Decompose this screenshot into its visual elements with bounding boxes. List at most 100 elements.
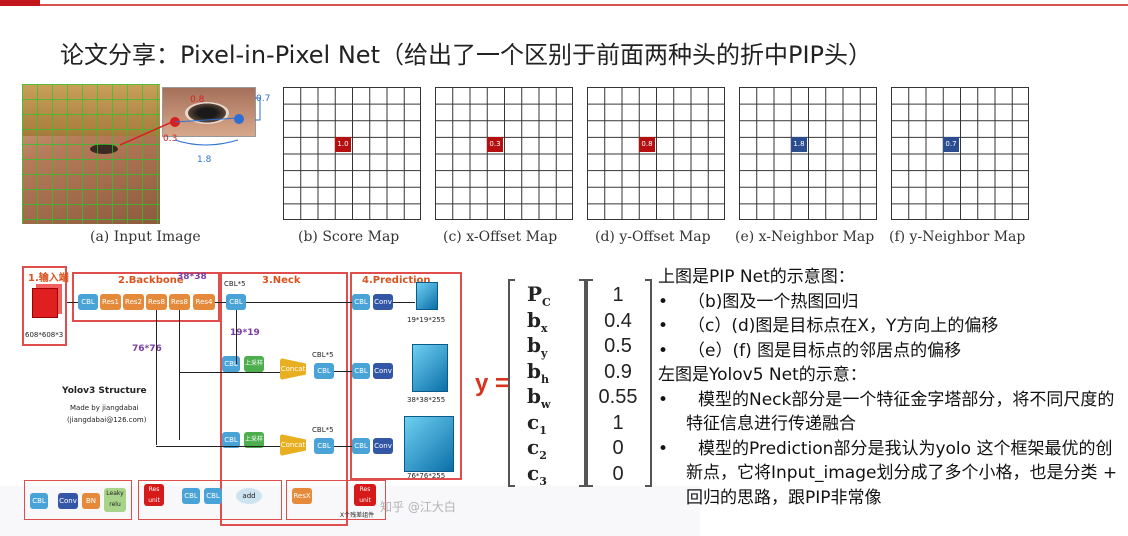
note-item-2: • （c）(d)图是目标点在X，Y方向上的偏移 <box>658 314 1128 339</box>
vector-label: PC <box>527 282 551 309</box>
vector-symbol: P <box>527 282 543 306</box>
vector-symbol: b <box>527 384 541 408</box>
note-item-5: •模型的Prediction部分是我认为yolo 这个框架最优的创新点，它将In… <box>658 437 1128 511</box>
bullet: • <box>658 291 669 312</box>
vector-symbol: b <box>527 307 541 332</box>
y-neighbor-map-cell: 0.7 <box>943 137 959 152</box>
vector-subscript: x <box>540 321 548 335</box>
yolo-structure-title: Yolov3 Structure <box>62 386 147 396</box>
vector-value: 0 <box>612 462 624 485</box>
connector <box>334 371 352 372</box>
y-equals-label: y = <box>475 370 510 397</box>
legend-resx-box <box>286 480 386 520</box>
legend-cbl: CBL <box>30 493 48 509</box>
input-section-box <box>22 266 67 346</box>
legend-resunit-box <box>138 480 282 520</box>
connector <box>393 302 415 303</box>
concat-block-1: Concat <box>280 358 306 380</box>
output-cube-38 <box>412 344 448 392</box>
caption-input-image: (a) Input Image <box>90 229 201 245</box>
dim-76-label: 76*76 <box>132 344 162 354</box>
output-19-label: 19*19*255 <box>407 316 446 324</box>
caption-score-map: (b) Score Map <box>298 229 400 245</box>
bullet: • <box>658 438 669 459</box>
pred-cbl-2: CBL <box>352 363 370 379</box>
output-cube-19 <box>416 282 438 310</box>
input-tensor-icon <box>32 288 58 318</box>
legend-conv: Conv <box>58 493 78 509</box>
backbone-section-box <box>72 272 220 322</box>
note-item-3: •（e）(f) 图是目标点的邻居点的偏移 <box>658 339 1128 364</box>
y-neighbor-map-grid: 0.7 <box>891 87 1029 220</box>
bullet: • <box>658 340 669 361</box>
vector-label: bh <box>527 359 549 386</box>
connector <box>179 310 180 440</box>
section-neck-label: 3.Neck <box>262 275 301 286</box>
output-76-label: 76*76*255 <box>407 472 446 480</box>
legend-resx: ResX <box>292 488 312 504</box>
vector-subscript: 2 <box>539 449 547 462</box>
vector-symbol: b <box>527 333 541 357</box>
vector-value: 0.5 <box>604 335 632 357</box>
res4-block: Res4 <box>193 294 215 310</box>
note-item-4: •模型的Neck部分是一个特征金字塔部分，将不同尺度的特征信息进行传递融合 <box>658 388 1128 437</box>
vector-value: 0.9 <box>604 360 632 383</box>
output-38-label: 38*38*255 <box>407 396 446 404</box>
neck-cbl5-label-3: CBL*5 <box>312 426 334 434</box>
connector <box>156 310 157 445</box>
bullet: • <box>658 389 669 410</box>
connector <box>67 302 78 303</box>
bullet: • <box>658 316 669 336</box>
concat-block-2: Concat <box>280 434 306 456</box>
neck-cbl5-label-2: CBL*5 <box>312 351 334 359</box>
pred-conv-3: Conv <box>373 438 393 454</box>
neck-cbl-mid-a: CBL <box>222 356 240 372</box>
caption-y-neighbor: (f) y-Neighbor Map <box>889 229 1026 245</box>
caption-y-offset: (d) y-Offset Map <box>595 229 711 245</box>
top-accent-bar <box>0 0 1128 6</box>
section-input-label: 1.输入端 <box>28 273 69 284</box>
legend-resunit: Res unit <box>144 484 164 506</box>
score-map-cell: 1.0 <box>335 137 351 152</box>
dim-19-label: 19*19 <box>230 328 260 338</box>
vector-label: bx <box>527 308 548 335</box>
neck-cbl-mid-b: CBL <box>314 363 334 379</box>
connector <box>246 302 352 303</box>
input-size-label: 608*608*3 <box>25 331 64 339</box>
connector <box>179 372 280 373</box>
vector-label: c1 <box>527 410 547 437</box>
vector-symbol: c <box>527 435 540 459</box>
caption-x-offset: (c) x-Offset Map <box>443 229 558 245</box>
x-neighbor-map-grid: 1.8 <box>739 87 877 220</box>
label-0-8: 0.8 <box>190 95 205 105</box>
input-face-image <box>22 84 160 224</box>
neck-cbl-low-b: CBL <box>314 438 334 454</box>
section-backbone-label: 2.Backbone <box>118 275 184 286</box>
watermark: 知乎 @江大白 <box>380 500 456 514</box>
vector-label: c2 <box>527 435 547 462</box>
pred-conv-2: Conv <box>373 363 393 379</box>
section-prediction-label: 4.Prediction <box>362 275 431 286</box>
connector <box>334 446 352 447</box>
upsample-block-2: 上采样 <box>244 432 264 448</box>
neck-cbl-low-a: CBL <box>222 432 240 448</box>
notes-heading-pip: 上图是PIP Net的示意图： <box>658 267 855 287</box>
label-0-7: 0.7 <box>256 94 271 104</box>
vector-value: 1 <box>612 411 624 434</box>
x-offset-map-grid: 0.3 <box>435 87 573 220</box>
vector-subscript: C <box>542 296 551 309</box>
yolo-email: (jiangdabai@126.com) <box>67 416 147 424</box>
legend-resx-note: X个残差组件 <box>340 512 375 519</box>
res2-block: Res2 <box>123 294 144 310</box>
vector-label: c3 <box>527 461 547 488</box>
vector-label: by <box>527 333 547 360</box>
pred-cbl-1: CBL <box>352 294 370 310</box>
neck-cbl-top: CBL <box>226 294 246 310</box>
connector <box>215 302 226 303</box>
legend-add: add <box>236 488 262 504</box>
upsample-block-1: 上采样 <box>244 356 264 372</box>
note-text-2: （c）(d)图是目标点在X，Y方向上的偏移 <box>688 316 999 336</box>
label-1-8: 1.8 <box>197 155 212 165</box>
caption-x-neighbor: (e) x-Neighbor Map <box>735 229 875 245</box>
